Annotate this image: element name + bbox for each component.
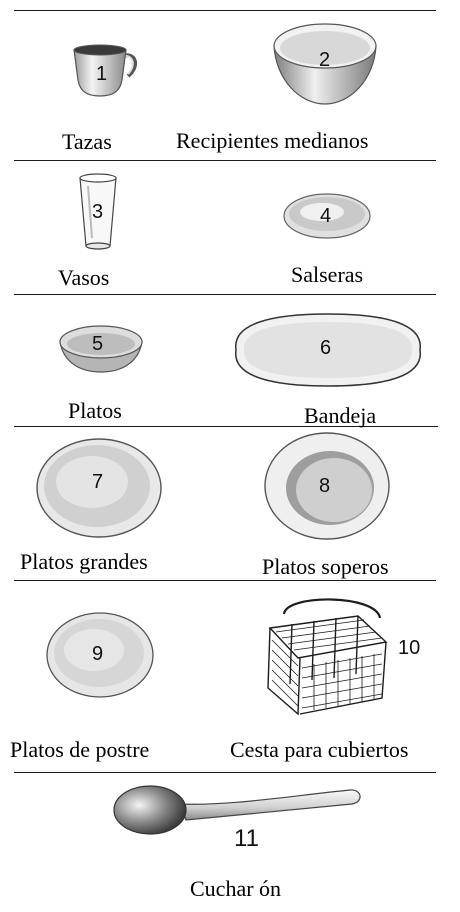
- item-label: Vasos: [58, 265, 110, 290]
- item-number: 6: [320, 337, 331, 359]
- item-label: Platos soperos: [262, 554, 389, 579]
- item-number: 10: [398, 637, 420, 659]
- section-divider: [14, 772, 436, 773]
- sauce-bowl-illustration: 4: [283, 193, 371, 239]
- item-number: 3: [92, 201, 103, 223]
- item-label: Salseras: [291, 262, 364, 287]
- item-number: 7: [92, 471, 103, 493]
- item-number: 5: [92, 333, 103, 355]
- item-number: 4: [320, 205, 331, 227]
- item-number: 9: [92, 643, 103, 665]
- soup-plate-illustration: 8: [264, 432, 390, 540]
- item-label: Recipientes medianos: [176, 128, 369, 153]
- item-label: Platos grandes: [20, 549, 148, 574]
- item-label: Cesta para cubiertos: [230, 737, 409, 762]
- section-divider: [14, 160, 436, 161]
- cutlery-basket-illustration: [267, 598, 388, 716]
- section-divider: [14, 426, 438, 427]
- dessert-plate-illustration: 9: [46, 612, 154, 698]
- item-label: Bandeja: [304, 403, 377, 428]
- item-number: 8: [319, 475, 330, 497]
- item-label: Platos: [68, 398, 122, 423]
- section-divider: [14, 10, 436, 11]
- item-number: 2: [319, 49, 330, 71]
- plate-illustration: 5: [59, 325, 143, 373]
- large-plate-illustration: 7: [36, 438, 162, 538]
- item-number: 1: [96, 63, 107, 85]
- bowl-illustration: 2: [273, 23, 377, 105]
- item-label: Tazas: [62, 129, 112, 154]
- section-divider: [14, 294, 436, 295]
- item-number-label: 10: [398, 637, 420, 659]
- item-label: Platos de postre: [10, 737, 150, 762]
- tray-illustration: 6: [235, 313, 421, 387]
- item-number: 11: [234, 825, 259, 852]
- glass-illustration: 3: [79, 173, 117, 250]
- section-divider: [14, 580, 436, 581]
- ladle-illustration: 11: [113, 785, 361, 852]
- cup-illustration: 1: [73, 44, 138, 97]
- item-label: Cuchar ón: [190, 876, 282, 901]
